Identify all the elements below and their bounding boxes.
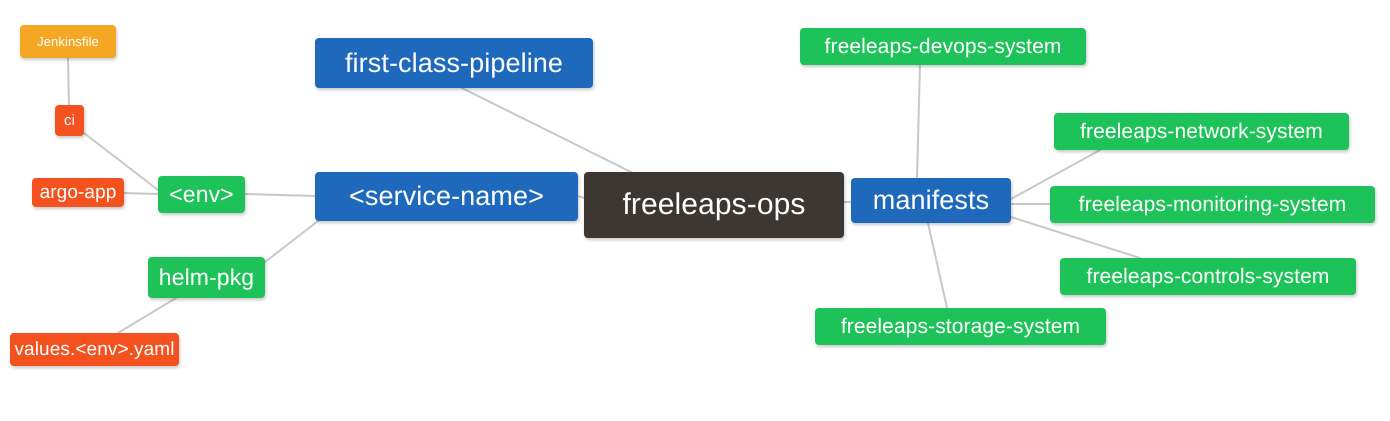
node-controls-system[interactable]: freeleaps-controls-system (1060, 258, 1356, 295)
edge-env-to-service-name (244, 193, 316, 197)
edge-values-yaml-to-helm-pkg (117, 297, 177, 334)
node-env[interactable]: <env> (158, 176, 245, 213)
edge-jenkinsfile-to-ci (67, 57, 70, 106)
edge-argo-app-to-env (123, 192, 159, 195)
edge-manifests-to-storage-system (927, 222, 948, 309)
edge-helm-pkg-to-service-name (264, 220, 319, 263)
edge-first-class-pipeline-to-freeleaps-ops (461, 87, 632, 173)
node-monitoring-system[interactable]: freeleaps-monitoring-system (1050, 186, 1375, 223)
node-storage-system[interactable]: freeleaps-storage-system (815, 308, 1106, 345)
edge-manifests-to-devops-system (916, 64, 921, 179)
node-jenkinsfile[interactable]: Jenkinsfile (20, 25, 116, 58)
node-devops-system[interactable]: freeleaps-devops-system (800, 28, 1086, 65)
node-manifests[interactable]: manifests (851, 178, 1011, 223)
node-network-system[interactable]: freeleaps-network-system (1054, 113, 1349, 150)
edge-manifests-to-controls-system (1010, 216, 1141, 259)
node-service-name[interactable]: <service-name> (315, 172, 578, 221)
node-ci[interactable]: ci (55, 105, 84, 136)
node-argo-app[interactable]: argo-app (32, 178, 124, 207)
node-first-class-pipeline[interactable]: first-class-pipeline (315, 38, 593, 88)
node-values-yaml[interactable]: values.<env>.yaml (10, 333, 179, 366)
node-freeleaps-ops[interactable]: freeleaps-ops (584, 172, 844, 238)
node-helm-pkg[interactable]: helm-pkg (148, 257, 265, 298)
